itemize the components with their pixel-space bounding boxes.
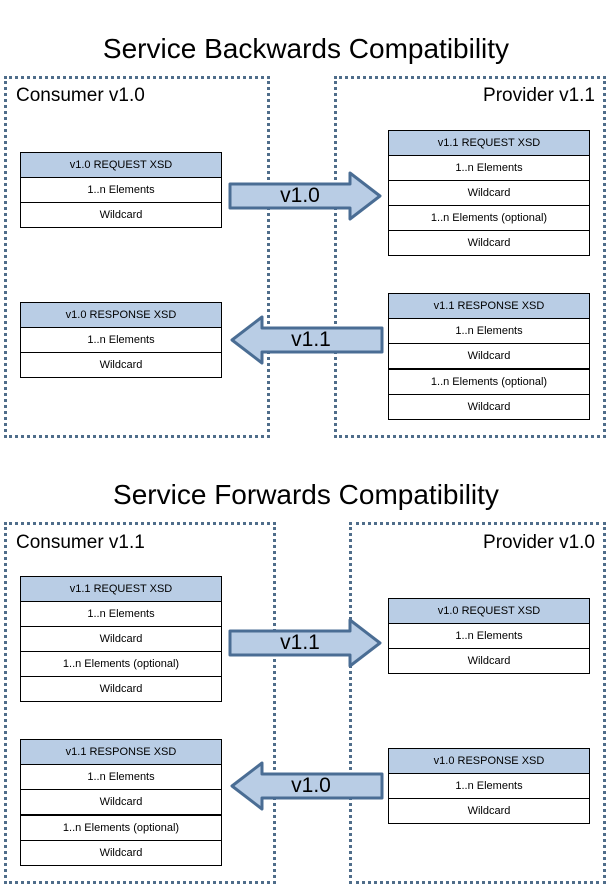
consumer-response-xsd-forwards: v1.1 RESPONSE XSD 1..n Elements Wildcard… bbox=[20, 739, 222, 866]
provider-response-xsd-forwards: v1.0 RESPONSE XSD 1..n Elements Wildcard bbox=[388, 748, 590, 824]
provider-request-xsd-forwards: v1.0 REQUEST XSD 1..n Elements Wildcard bbox=[388, 598, 590, 674]
provider-label-forwards: Provider v1.0 bbox=[483, 532, 595, 553]
xsd-row: 1..n Elements bbox=[20, 327, 222, 353]
request-arrow-backwards: v1.0 bbox=[228, 170, 384, 222]
response-arrow-label: v1.0 bbox=[291, 774, 331, 797]
xsd-row: 1..n Elements bbox=[388, 155, 590, 181]
backwards-title: Service Backwards Compatibility bbox=[102, 33, 510, 64]
xsd-header: v1.0 REQUEST XSD bbox=[20, 152, 222, 178]
request-arrow-label: v1.0 bbox=[280, 184, 320, 207]
xsd-row: Wildcard bbox=[20, 352, 222, 378]
xsd-header: v1.0 RESPONSE XSD bbox=[20, 302, 222, 328]
consumer-panel-forwards bbox=[4, 522, 276, 884]
provider-panel-backwards bbox=[334, 76, 606, 438]
xsd-row: 1..n Elements (optional) bbox=[388, 368, 590, 395]
xsd-row: 1..n Elements bbox=[388, 318, 590, 344]
left-arrow-icon bbox=[230, 761, 384, 811]
provider-panel-forwards bbox=[349, 522, 606, 884]
consumer-request-xsd-backwards: v1.0 REQUEST XSD 1..n Elements Wildcard bbox=[20, 152, 222, 228]
xsd-row: 1..n Elements (optional) bbox=[20, 814, 222, 841]
forwards-title: Service Forwards Compatibility bbox=[113, 479, 499, 510]
xsd-row: Wildcard bbox=[388, 394, 590, 420]
provider-label-backwards: Provider v1.1 bbox=[483, 85, 595, 106]
xsd-row: 1..n Elements bbox=[20, 764, 222, 790]
xsd-header: v1.1 RESPONSE XSD bbox=[20, 739, 222, 765]
xsd-row: Wildcard bbox=[388, 180, 590, 206]
xsd-header: v1.0 RESPONSE XSD bbox=[388, 748, 590, 774]
xsd-row: 1..n Elements (optional) bbox=[20, 651, 222, 677]
xsd-row: 1..n Elements bbox=[20, 177, 222, 203]
response-arrow-label: v1.1 bbox=[291, 328, 331, 351]
xsd-row: Wildcard bbox=[20, 626, 222, 652]
consumer-panel-backwards bbox=[4, 76, 270, 438]
xsd-row: 1..n Elements bbox=[388, 773, 590, 799]
provider-request-xsd-backwards: v1.1 REQUEST XSD 1..n Elements Wildcard … bbox=[388, 130, 590, 256]
xsd-header: v1.1 REQUEST XSD bbox=[388, 130, 590, 156]
left-arrow-icon bbox=[230, 315, 384, 365]
right-arrow-icon bbox=[228, 618, 382, 668]
xsd-row: 1..n Elements (optional) bbox=[388, 205, 590, 231]
xsd-row: 1..n Elements bbox=[388, 623, 590, 649]
response-arrow-backwards: v1.1 bbox=[228, 314, 384, 366]
xsd-row: Wildcard bbox=[388, 343, 590, 370]
xsd-row: Wildcard bbox=[388, 798, 590, 824]
xsd-row: Wildcard bbox=[388, 230, 590, 256]
response-arrow-forwards: v1.0 bbox=[228, 760, 384, 812]
xsd-row: Wildcard bbox=[20, 202, 222, 228]
xsd-header: v1.1 RESPONSE XSD bbox=[388, 293, 590, 319]
provider-response-xsd-backwards: v1.1 RESPONSE XSD 1..n Elements Wildcard… bbox=[388, 293, 590, 420]
right-arrow-icon bbox=[228, 171, 382, 221]
xsd-row: Wildcard bbox=[20, 676, 222, 702]
xsd-header: v1.1 REQUEST XSD bbox=[20, 576, 222, 602]
xsd-header: v1.0 REQUEST XSD bbox=[388, 598, 590, 624]
consumer-request-xsd-forwards: v1.1 REQUEST XSD 1..n Elements Wildcard … bbox=[20, 576, 222, 702]
xsd-row: Wildcard bbox=[20, 789, 222, 816]
xsd-row: 1..n Elements bbox=[20, 601, 222, 627]
xsd-row: Wildcard bbox=[388, 648, 590, 674]
consumer-label-forwards: Consumer v1.1 bbox=[16, 532, 145, 553]
request-arrow-label: v1.1 bbox=[280, 631, 320, 654]
consumer-response-xsd-backwards: v1.0 RESPONSE XSD 1..n Elements Wildcard bbox=[20, 302, 222, 378]
consumer-label-backwards: Consumer v1.0 bbox=[16, 85, 145, 106]
xsd-row: Wildcard bbox=[20, 840, 222, 866]
request-arrow-forwards: v1.1 bbox=[228, 617, 384, 669]
